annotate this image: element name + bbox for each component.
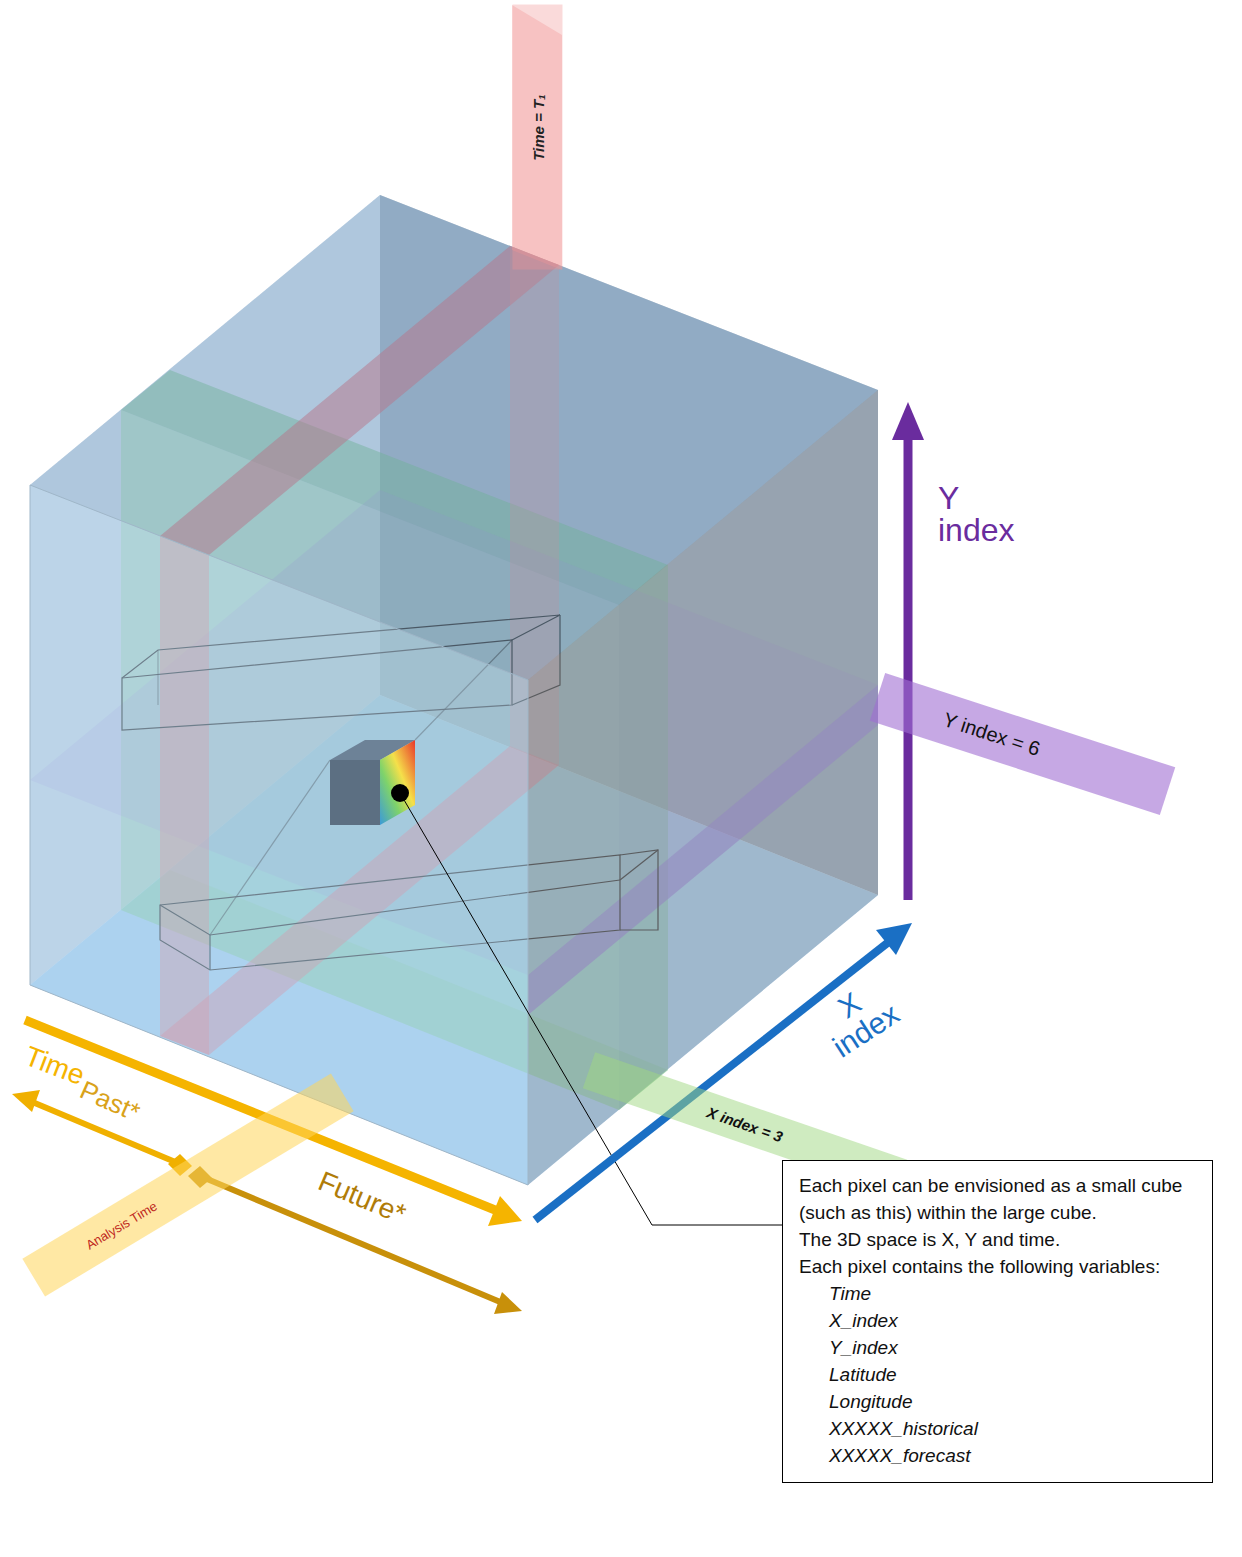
callout-box: Each pixel can be envisioned as a small … xyxy=(782,1160,1213,1483)
band-label: Time = T₁ xyxy=(529,95,546,161)
pixel-cube xyxy=(330,740,415,825)
x-axis-arrow-part xyxy=(876,923,912,955)
time-strip-tail xyxy=(512,5,562,270)
time-arrow-part xyxy=(488,1196,522,1226)
variable-item: Y_index xyxy=(799,1335,1196,1362)
leader-line xyxy=(400,793,782,1225)
time-band: Time = T₁ xyxy=(512,5,562,270)
future-arrow xyxy=(188,1166,522,1314)
y-axis-arrow xyxy=(892,402,924,900)
band-label: X index = 3 xyxy=(705,1103,785,1145)
y-index-band: Y index = 6 xyxy=(869,673,1175,815)
cube-front xyxy=(30,195,878,1185)
x-axis-label: X index xyxy=(812,973,905,1062)
band-label: Y index = 6 xyxy=(940,708,1042,761)
pixel-cube-part xyxy=(330,760,380,825)
callout-text: The 3D space is X, Y and time. xyxy=(799,1227,1196,1254)
y-axis-arrow-part xyxy=(892,402,924,440)
cube-front-part xyxy=(30,485,528,1185)
variable-item: Latitude xyxy=(799,1362,1196,1389)
variable-item: Time xyxy=(799,1281,1196,1308)
analysis-time-band: Analysis Time xyxy=(22,1073,353,1296)
callout-text: Each pixel contains the following variab… xyxy=(799,1254,1196,1281)
y-axis-label: Y index xyxy=(938,482,1015,546)
past-arrow-part xyxy=(12,1090,40,1112)
variable-item: XXXXX_historical xyxy=(799,1416,1196,1443)
past-label: Past* xyxy=(76,1076,143,1125)
cube-back xyxy=(30,195,878,1185)
variable-item: XXXXX_forecast xyxy=(799,1443,1196,1470)
band-label: Analysis Time xyxy=(83,1198,159,1252)
variable-item: Longitude xyxy=(799,1389,1196,1416)
time-axis-label: Time xyxy=(21,1042,88,1090)
y-axis-arrow-part xyxy=(904,430,913,900)
pixel-cube-part xyxy=(380,740,415,825)
variable-item: X_index xyxy=(799,1308,1196,1335)
callout-text: Each pixel can be envisioned as a small … xyxy=(799,1173,1196,1227)
cube-front-part xyxy=(30,485,528,1185)
future-arrow-part xyxy=(494,1292,522,1314)
future-label: Future* xyxy=(314,1167,409,1229)
cube-front-part xyxy=(528,390,878,1185)
